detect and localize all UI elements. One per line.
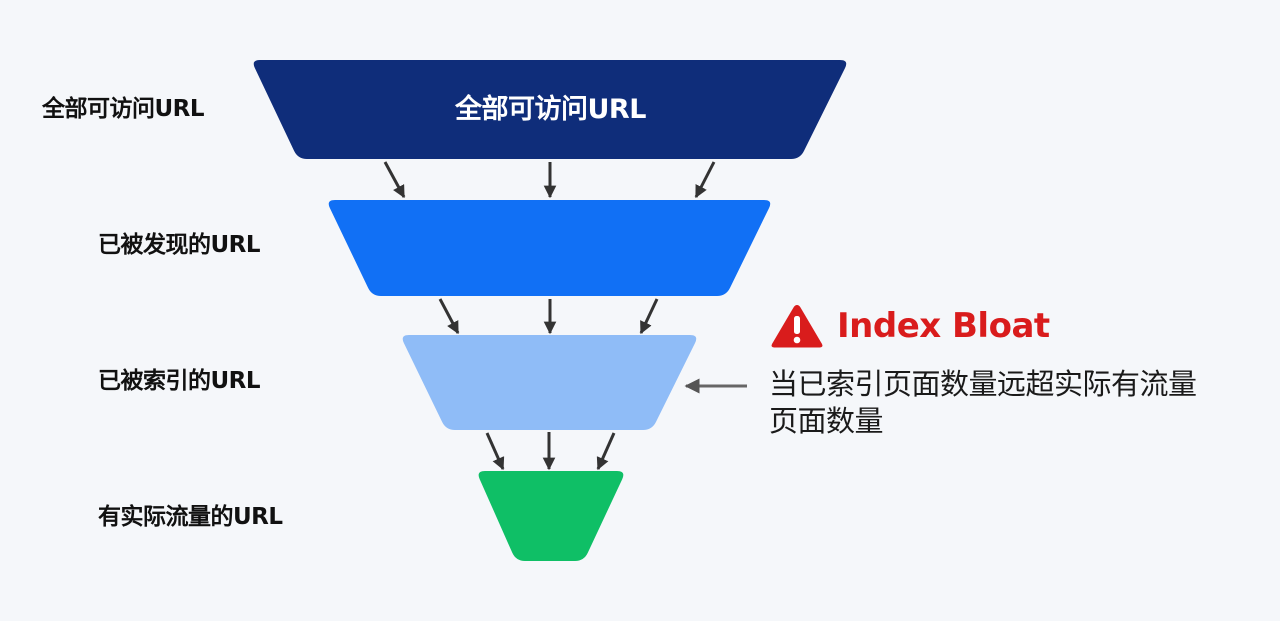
funnel-stage-with-traffic [478,471,624,561]
funnel-stage-indexed [402,335,697,430]
flow-arrow-discovered-to-indexed-right [639,298,659,335]
funnel-stage-all-accessible [253,60,847,159]
stage-label-discovered: 已被发现的URL [98,232,261,258]
stage-inner-label-all-accessible: 全部可访问URL [455,94,646,125]
callout-title: Index Bloat [837,306,1050,346]
flow-arrow-discovered-to-indexed-left [438,298,460,335]
stage-label-indexed: 已被索引的URL [98,368,261,394]
stage-label-all-accessible: 全部可访问URL [42,96,205,122]
flow-arrow-all-accessible-to-discovered-left [383,161,406,199]
callout-header: Index Bloat [769,300,1199,352]
callout-description: 当已索引页面数量远超实际有流量页面数量 [769,367,1197,438]
warning-triangle-icon [769,302,825,350]
flow-arrow-indexed-to-with-traffic-right [596,432,616,471]
index-bloat-callout: Index Bloat 当已索引页面数量远超实际有流量页面数量 [769,300,1199,440]
flow-arrow-indexed-to-with-traffic-left [485,432,505,471]
flow-arrow-all-accessible-to-discovered-right [694,161,716,199]
stage-label-with-traffic: 有实际流量的URL [98,504,283,530]
funnel-stage-discovered [328,200,771,296]
